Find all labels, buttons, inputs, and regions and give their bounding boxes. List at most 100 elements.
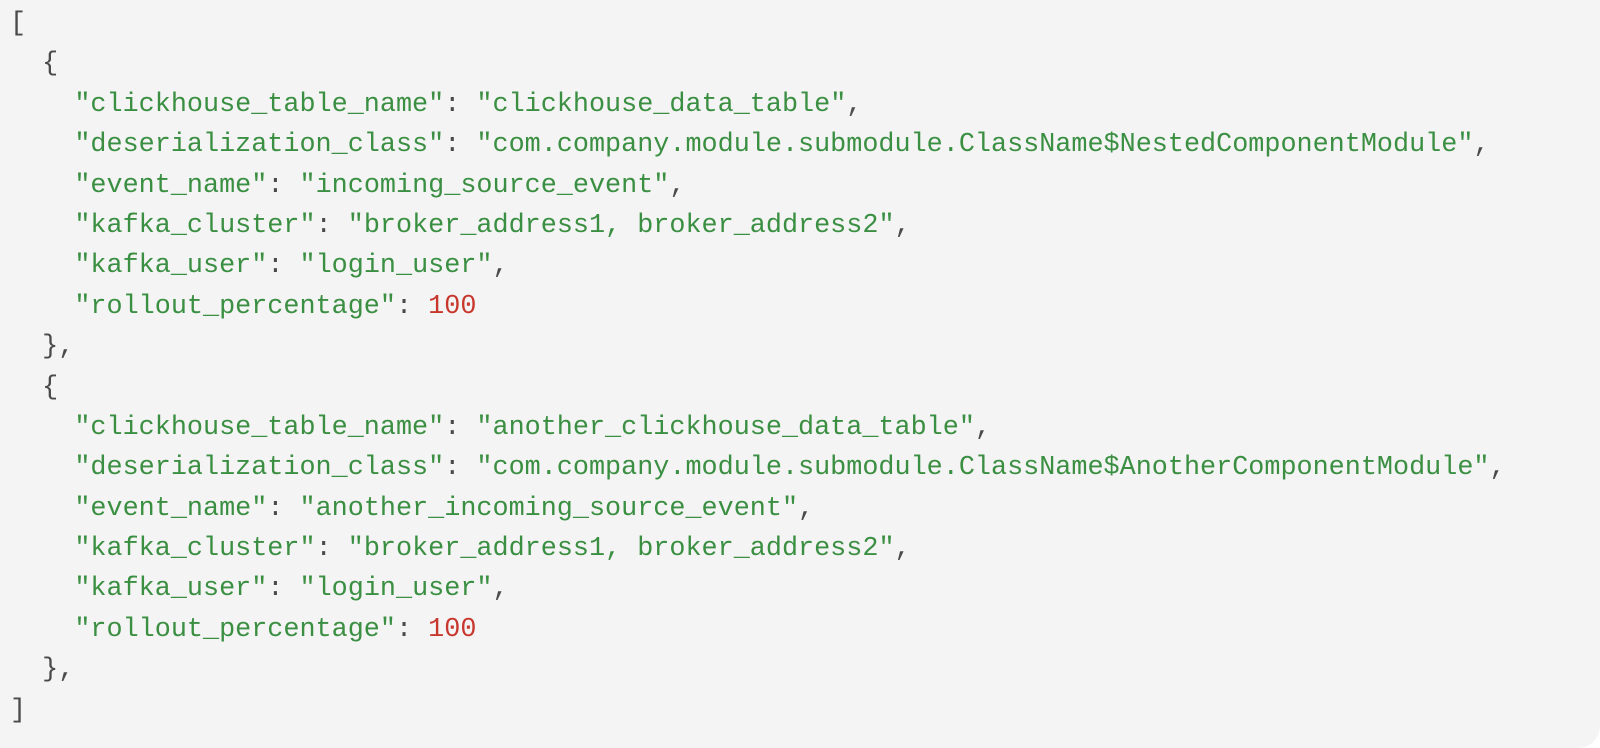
comma: , <box>974 412 992 443</box>
colon: : <box>267 493 300 524</box>
comma: , <box>1473 130 1490 161</box>
comma: , <box>669 170 686 201</box>
colon: : <box>315 210 348 241</box>
json-key: clickhouse_table_name <box>90 89 429 120</box>
comma: , <box>846 89 863 120</box>
quote: " <box>74 534 91 565</box>
json-key: kafka_cluster <box>90 210 300 241</box>
json-entry: "deserialization_class": "com.company.mo… <box>10 448 1600 488</box>
json-string-value: com.company.module.submodule.ClassName$A… <box>492 453 1474 484</box>
quote: " <box>347 210 364 241</box>
json-entry: "kafka_cluster": "broker_address1, broke… <box>10 529 1600 569</box>
json-key: kafka_user <box>90 251 252 282</box>
json-key: clickhouse_table_name <box>90 412 429 443</box>
quote: " <box>299 534 316 565</box>
json-entry: "kafka_user": "login_user", <box>10 246 1600 286</box>
close-brace: }, <box>42 655 75 686</box>
quote: " <box>74 493 91 524</box>
quote: " <box>74 453 91 484</box>
json-key: rollout_percentage <box>90 291 380 322</box>
open-bracket: [ <box>10 9 27 39</box>
comma: , <box>492 574 509 605</box>
quote: " <box>428 412 445 443</box>
colon: : <box>315 534 348 565</box>
quote: " <box>878 534 895 565</box>
json-entry: "rollout_percentage": 100 <box>10 610 1600 650</box>
quote: " <box>379 614 396 645</box>
json-entry: "kafka_cluster": "broker_address1, broke… <box>10 206 1600 246</box>
quote: " <box>476 251 493 282</box>
json-key: rollout_percentage <box>90 614 380 645</box>
open-brace: { <box>42 49 59 80</box>
json-entry: "event_name": "another_incoming_source_e… <box>10 489 1600 529</box>
json-string-value: incoming_source_event <box>315 170 654 201</box>
json-string-value: com.company.module.submodule.ClassName$N… <box>492 130 1458 161</box>
quote: " <box>476 412 493 443</box>
colon: : <box>395 291 429 322</box>
json-key: deserialization_class <box>90 453 429 484</box>
colon: : <box>444 453 477 484</box>
json-key: deserialization_class <box>90 130 429 161</box>
quote: " <box>299 170 316 201</box>
quote: " <box>299 210 316 241</box>
comma: , <box>894 210 911 241</box>
quote: " <box>299 493 316 524</box>
close-brace: }, <box>42 332 75 363</box>
code-line: [ <box>10 4 1600 44</box>
json-string-value: broker_address1, broker_address2 <box>363 210 879 241</box>
quote: " <box>476 130 493 161</box>
quote: " <box>299 574 316 605</box>
quote: " <box>476 574 493 605</box>
quote: " <box>781 493 799 524</box>
json-number-value: 100 <box>428 291 477 322</box>
colon: : <box>444 89 477 120</box>
colon: : <box>444 412 477 443</box>
quote: " <box>74 574 91 605</box>
json-string-value: login_user <box>315 251 477 282</box>
quote: " <box>251 493 268 524</box>
quote: " <box>251 251 268 282</box>
quote: " <box>1457 130 1474 161</box>
quote: " <box>74 412 91 443</box>
colon: : <box>267 170 300 201</box>
quote: " <box>653 170 670 201</box>
json-entry: "event_name": "incoming_source_event", <box>10 166 1600 206</box>
json-key: event_name <box>90 170 252 201</box>
json-entry: "deserialization_class": "com.company.mo… <box>10 125 1600 165</box>
json-key: kafka_cluster <box>90 534 300 565</box>
json-string-value: broker_address1, broker_address2 <box>363 534 879 565</box>
json-entry: "kafka_user": "login_user", <box>10 569 1600 609</box>
colon: : <box>267 251 300 282</box>
quote: " <box>251 574 268 605</box>
quote: " <box>1473 453 1490 484</box>
quote: " <box>476 89 493 120</box>
object-end: }, <box>10 650 1600 690</box>
quote: " <box>379 291 396 322</box>
json-key: kafka_user <box>90 574 252 605</box>
quote: " <box>74 210 91 241</box>
quote: " <box>74 291 91 322</box>
quote: " <box>299 251 316 282</box>
json-entry: "rollout_percentage": 100 <box>10 287 1600 327</box>
comma: , <box>1489 453 1506 484</box>
quote: " <box>476 453 493 484</box>
quote: " <box>830 89 847 120</box>
colon: : <box>267 574 300 605</box>
quote: " <box>251 170 268 201</box>
json-string-value: clickhouse_data_table <box>492 89 831 120</box>
quote: " <box>428 130 445 161</box>
json-entry: "clickhouse_table_name": "another_clickh… <box>10 408 1600 448</box>
json-number-value: 100 <box>428 614 477 645</box>
quote: " <box>74 251 91 282</box>
open-brace: { <box>42 372 59 403</box>
quote: " <box>958 412 975 443</box>
quote: " <box>347 534 364 565</box>
close-bracket: ] <box>10 695 27 726</box>
json-entry: "clickhouse_table_name": "clickhouse_dat… <box>10 85 1600 125</box>
quote: " <box>878 210 895 241</box>
quote: " <box>428 453 445 484</box>
code-line: ] <box>10 691 1600 731</box>
json-key: event_name <box>90 493 252 524</box>
comma: , <box>798 493 815 524</box>
